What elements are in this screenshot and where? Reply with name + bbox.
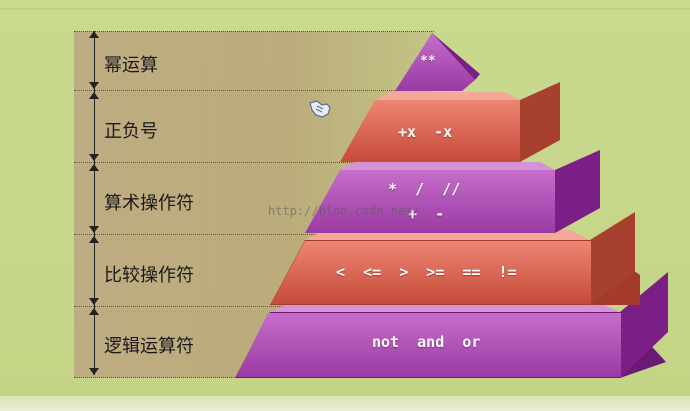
arrow-down-icon (89, 226, 99, 233)
block-front (271, 241, 591, 304)
block-front (305, 170, 555, 233)
operators-arithmetic: * / // (388, 180, 461, 198)
level-block-power (395, 33, 480, 91)
arrow-up-icon (89, 164, 99, 171)
block-right-side (590, 212, 635, 305)
block-front (236, 313, 621, 377)
block-right-side (620, 272, 668, 378)
level-label-logic: 逻辑运算符 (104, 336, 194, 357)
block-right-side (555, 150, 600, 233)
hand-pointer-icon (309, 100, 331, 118)
operators-sign: +x -x (398, 123, 453, 141)
block-right-side (520, 82, 560, 162)
arrow-down-icon (89, 368, 99, 375)
level-label-power: 幂运算 (104, 55, 158, 76)
operators-comparison: < <= > >= == != (336, 263, 517, 281)
operators-power: ** (420, 54, 436, 69)
arrow-down-icon (89, 154, 99, 161)
arrow-down-icon (89, 298, 99, 305)
watermark-text: http://blog.csdn.net/ (268, 204, 420, 218)
arrow-down-icon (89, 82, 99, 89)
axis-line (94, 31, 95, 375)
arrow-up-icon (89, 92, 99, 99)
block-front (340, 100, 520, 162)
block-top (375, 92, 520, 100)
arrow-up-icon (89, 308, 99, 315)
top-divider (0, 8, 690, 10)
arrow-up-icon (89, 31, 99, 38)
bottom-strip (0, 396, 690, 411)
block-top (340, 162, 555, 170)
level-label-sign: 正负号 (104, 121, 158, 142)
level-block-logic (235, 272, 668, 378)
level-block-sign (340, 82, 560, 162)
level-block-arithmetic (305, 150, 600, 233)
arrow-up-icon (89, 236, 99, 243)
block-right-side (432, 33, 480, 80)
level-label-comparison: 比较操作符 (104, 265, 194, 286)
block-top (270, 303, 620, 312)
operators-logic: not and or (372, 333, 481, 351)
operators-arithmetic-line2: + - (408, 205, 445, 223)
level-panel-power: 幂运算 (74, 31, 434, 90)
block-front (395, 33, 475, 91)
level-label-arithmetic: 算术操作符 (104, 193, 194, 214)
